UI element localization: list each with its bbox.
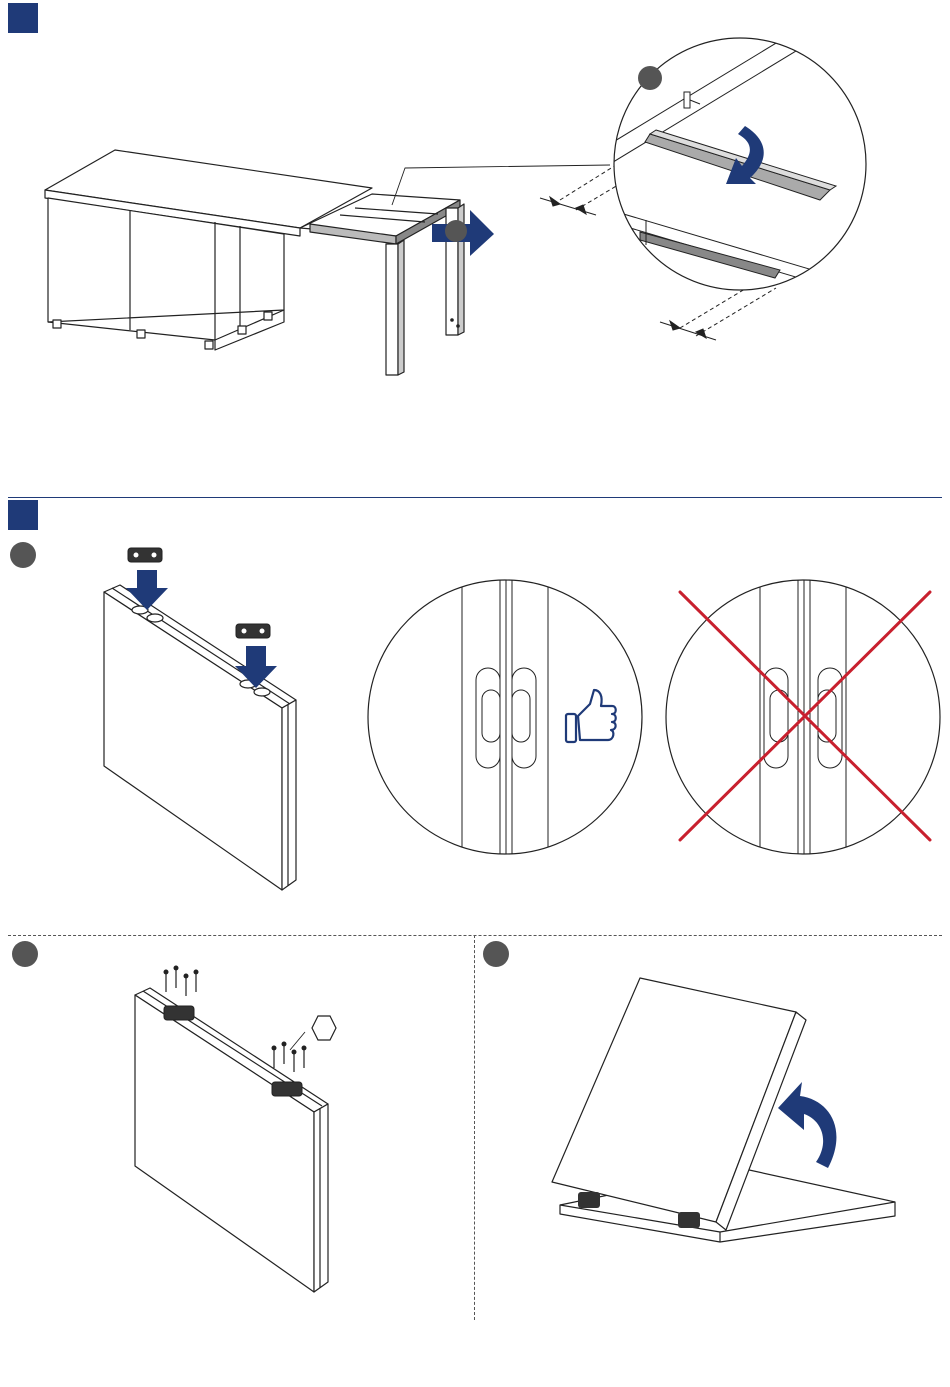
curved-arrow-icon (778, 1082, 836, 1168)
